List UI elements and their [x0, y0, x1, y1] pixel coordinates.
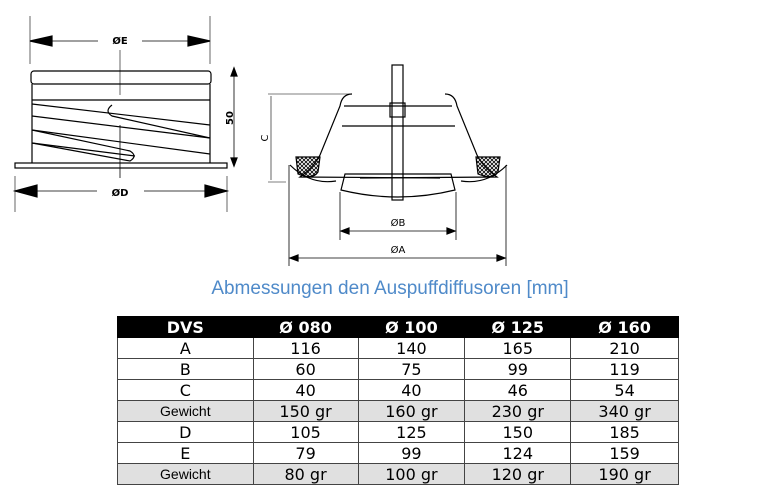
- side-view-adapter: [12, 16, 238, 212]
- table-cell: 46: [464, 379, 572, 401]
- table-cell: 160 gr: [357, 400, 466, 422]
- table-cell: 120 gr: [464, 463, 572, 485]
- table-cell: 125: [357, 421, 466, 443]
- dim-label-d: ØD: [112, 187, 129, 199]
- row-label: D: [117, 421, 254, 443]
- table-cell: 159: [570, 442, 679, 464]
- header-100: Ø 100: [357, 316, 466, 338]
- table-header-row: DVS Ø 080 Ø 100 Ø 125 Ø 160: [117, 316, 679, 338]
- dim-label-height: 50: [225, 111, 236, 125]
- table-cell: 105: [252, 421, 359, 443]
- row-label: Gewicht: [117, 400, 254, 422]
- table-cell: 99: [464, 358, 572, 380]
- header-dvs: DVS: [117, 316, 254, 338]
- dim-label-e: ØE: [112, 35, 128, 47]
- table-cell: 124: [464, 442, 572, 464]
- table-cell: 140: [357, 337, 466, 359]
- row-label: C: [117, 379, 254, 401]
- table-cell: 150 gr: [252, 400, 359, 422]
- page-title: Abmessungen den Auspuffdiffusoren [mm]: [211, 278, 569, 299]
- table-cell: 60: [252, 358, 359, 380]
- table-cell: 119: [570, 358, 679, 380]
- table-cell: 116: [252, 337, 359, 359]
- row-label: A: [117, 337, 254, 359]
- dim-label-b: ØB: [391, 217, 406, 229]
- row-label: B: [117, 358, 254, 380]
- technical-drawing: ØE ØD 50 C ØB ØA: [12, 16, 508, 266]
- side-view-diffuser: [268, 64, 508, 266]
- table-cell: 80 gr: [252, 463, 359, 485]
- table-cell: 165: [464, 337, 572, 359]
- dim-label-c: C: [260, 134, 271, 141]
- header-125: Ø 125: [464, 316, 572, 338]
- table-cell: 185: [570, 421, 679, 443]
- table-cell: 54: [570, 379, 679, 401]
- table-cell: 75: [357, 358, 466, 380]
- table-cell: 99: [357, 442, 466, 464]
- table-cell: 79: [252, 442, 359, 464]
- table-cell: 40: [357, 379, 466, 401]
- table-cell: 150: [464, 421, 572, 443]
- header-080: Ø 080: [252, 316, 359, 338]
- header-160: Ø 160: [570, 316, 679, 338]
- table-cell: 210: [570, 337, 679, 359]
- table-cell: 230 gr: [464, 400, 572, 422]
- table-cell: 340 gr: [570, 400, 679, 422]
- table-cell: 40: [252, 379, 359, 401]
- table-cell: 190 gr: [570, 463, 679, 485]
- row-label: Gewicht: [117, 463, 254, 485]
- table-cell: 100 gr: [357, 463, 466, 485]
- dim-label-a: ØA: [391, 244, 406, 256]
- row-label: E: [117, 442, 254, 464]
